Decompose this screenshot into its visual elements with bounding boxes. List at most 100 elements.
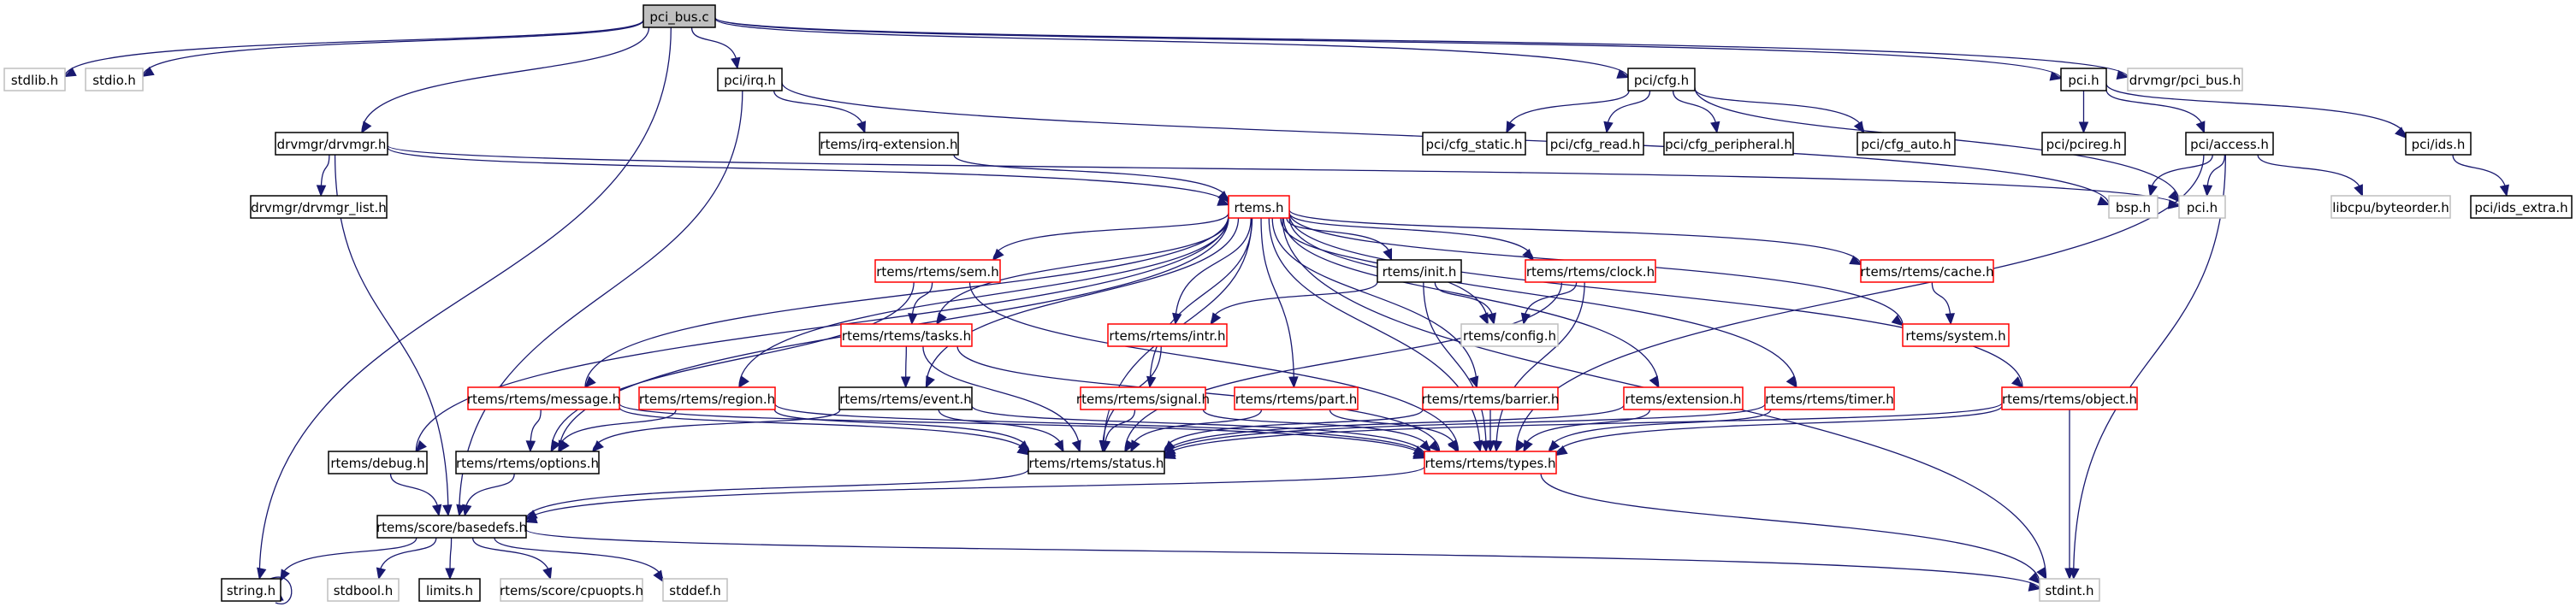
node-label: pci/cfg.h [1634,73,1689,88]
edge-signal-h-to-status-h [1100,409,1136,453]
edge-rtems-h-to-extension-h [1282,217,1660,389]
edge-tasks-h-to-event-h [900,345,911,389]
node-box [1027,451,1165,474]
node-string-h[interactable]: string.h [221,578,281,602]
edge-line [1506,90,1630,133]
edge-pci-irq-h-to-irq-extension-h [773,90,867,134]
node-label: limits.h [426,583,473,598]
arrowhead-icon [1891,315,1904,327]
node-options-h[interactable]: rtems/rtems/options.h [455,451,600,474]
node-stdint-h[interactable]: stdint.h [2039,578,2100,602]
node-cfg-auto-h[interactable]: pci/cfg_auto.h [1856,132,1956,156]
edge-line [415,215,1229,452]
node-pci-h[interactable]: pci.h [2060,68,2107,91]
edge-line [1164,404,1625,456]
node-part-h[interactable]: rtems/rtems/part.h [1234,386,1359,410]
edge-pci-cfg-h-to-cfg-static-h [1506,90,1630,134]
node-bsp-h[interactable]: bsp.h [2108,195,2159,219]
arrowhead-icon [2028,581,2041,592]
node-signal-h[interactable]: rtems/rtems/signal.h [1076,386,1210,410]
node-box [85,68,144,91]
edge-access-h-to-byteorder-h [2257,154,2364,197]
arrowhead-icon [1945,313,1956,326]
arrowhead-icon [1522,248,1534,261]
arrowhead-icon [316,185,327,197]
node-object-h[interactable]: rtems/rtems/object.h [2001,386,2138,410]
node-pci-irq-h[interactable]: pci/irq.h [717,68,783,91]
node-pci-h2[interactable]: pci.h [2178,195,2226,219]
node-barrier-h[interactable]: rtems/rtems/barrier.h [1422,386,1560,410]
node-pci-bus-c[interactable]: pci_bus.c [643,4,716,28]
arrowhead-icon [2168,190,2180,203]
node-label: pci.h [2187,200,2218,215]
arrowhead-icon [542,567,553,580]
arrowhead-icon [1054,439,1064,453]
node-cpuopts-h[interactable]: rtems/score/cpuopts.h [500,578,643,602]
node-pcireg-h[interactable]: pci/pcireg.h [2041,132,2126,156]
edge-line [1268,217,1481,452]
node-limits-h[interactable]: limits.h [418,578,481,602]
edge-pci-bus-c-to-stdlib-h [63,19,644,78]
edge-line [992,212,1229,261]
node-cfg-static-h[interactable]: pci/cfg_static.h [1422,132,1526,156]
edge-part-h-to-status-h [1130,409,1263,453]
node-types-h[interactable]: rtems/rtems/types.h [1424,451,1557,474]
node-sem-h[interactable]: rtems/rtems/sem.h [874,259,1001,283]
node-label: pci/irq.h [724,73,776,88]
node-message-h[interactable]: rtems/rtems/message.h [467,386,620,410]
arrowhead-icon [1710,121,1720,134]
node-system-h[interactable]: rtems/system.h [1902,323,2010,347]
node-clock-h[interactable]: rtems/rtems/clock.h [1525,259,1656,283]
arrowhead-icon [1616,69,1630,79]
node-ids-extra-h[interactable]: pci/ids_extra.h [2470,195,2573,219]
arrowhead-icon [1412,445,1426,457]
node-stdbool-h[interactable]: stdbool.h [327,578,400,602]
edge-line [714,17,2062,80]
edge-layer [63,17,2509,604]
edge-rtems-h-to-types-h [1268,217,1483,453]
node-stddef-h[interactable]: stddef.h [662,578,728,602]
edge-barrier-h-to-types-h [1485,409,1495,453]
node-label: stdio.h [92,73,136,88]
node-byteorder-h[interactable]: libcpu/byteorder.h [2330,195,2451,219]
edge-rtems-h-to-init-h [1286,217,1393,262]
node-irq-extension-h[interactable]: rtems/irq-extension.h [819,132,959,156]
node-drvmgr-list-h[interactable]: drvmgr/drvmgr_list.h [250,195,388,219]
node-drvmgr-pci-bus-h[interactable]: drvmgr/pci_bus.h [2127,68,2243,91]
node-label: pci/cfg_static.h [1426,137,1523,153]
node-cfg-read-h[interactable]: pci/cfg_read.h [1546,132,1644,156]
node-box [1860,259,1994,283]
arrowhead-icon [653,569,664,583]
node-cache-h[interactable]: rtems/rtems/cache.h [1860,259,1994,283]
node-extension-h[interactable]: rtems/extension.h [1623,386,1744,410]
edge-object-h-to-stdint-h [2064,410,2075,580]
edge-line [550,281,915,452]
node-access-h[interactable]: pci/access.h [2185,132,2274,156]
node-timer-h[interactable]: rtems/rtems/timer.h [1764,386,1895,410]
node-config-h[interactable]: rtems/config.h [1460,323,1559,347]
arrowhead-icon [2097,196,2111,206]
node-drvmgr-h[interactable]: drvmgr/drvmgr.h [275,132,388,156]
node-intr-h[interactable]: rtems/rtems/intr.h [1107,323,1228,347]
node-event-h[interactable]: rtems/rtems/event.h [838,386,973,410]
node-region-h[interactable]: rtems/rtems/region.h [638,386,776,410]
node-tasks-h[interactable]: rtems/rtems/tasks.h [840,323,973,347]
node-pci-cfg-h[interactable]: pci/cfg.h [1627,68,1696,91]
node-basedefs-h[interactable]: rtems/score/basedefs.h [376,515,527,539]
arrowhead-icon [462,504,472,517]
node-ids-h[interactable]: pci/ids.h [2405,132,2472,156]
node-init-h[interactable]: rtems/init.h [1377,259,1462,283]
arrowhead-icon [376,567,387,580]
node-debug-h[interactable]: rtems/debug.h [328,451,428,474]
node-status-h[interactable]: rtems/rtems/status.h [1027,451,1165,474]
node-rtems-h[interactable]: rtems.h [1228,195,1290,219]
node-box [1546,132,1644,156]
node-stdlib-h[interactable]: stdlib.h [3,68,66,91]
edge-line [1164,404,1766,457]
node-stdio-h[interactable]: stdio.h [85,68,144,91]
edge-line [258,27,672,580]
node-box [1663,132,1794,156]
node-cfg-peripheral-h[interactable]: pci/cfg_peripheral.h [1663,132,1794,156]
node-label: rtems/rtems/region.h [639,392,775,407]
edge-rtems-h-to-intr-h [1172,217,1252,326]
